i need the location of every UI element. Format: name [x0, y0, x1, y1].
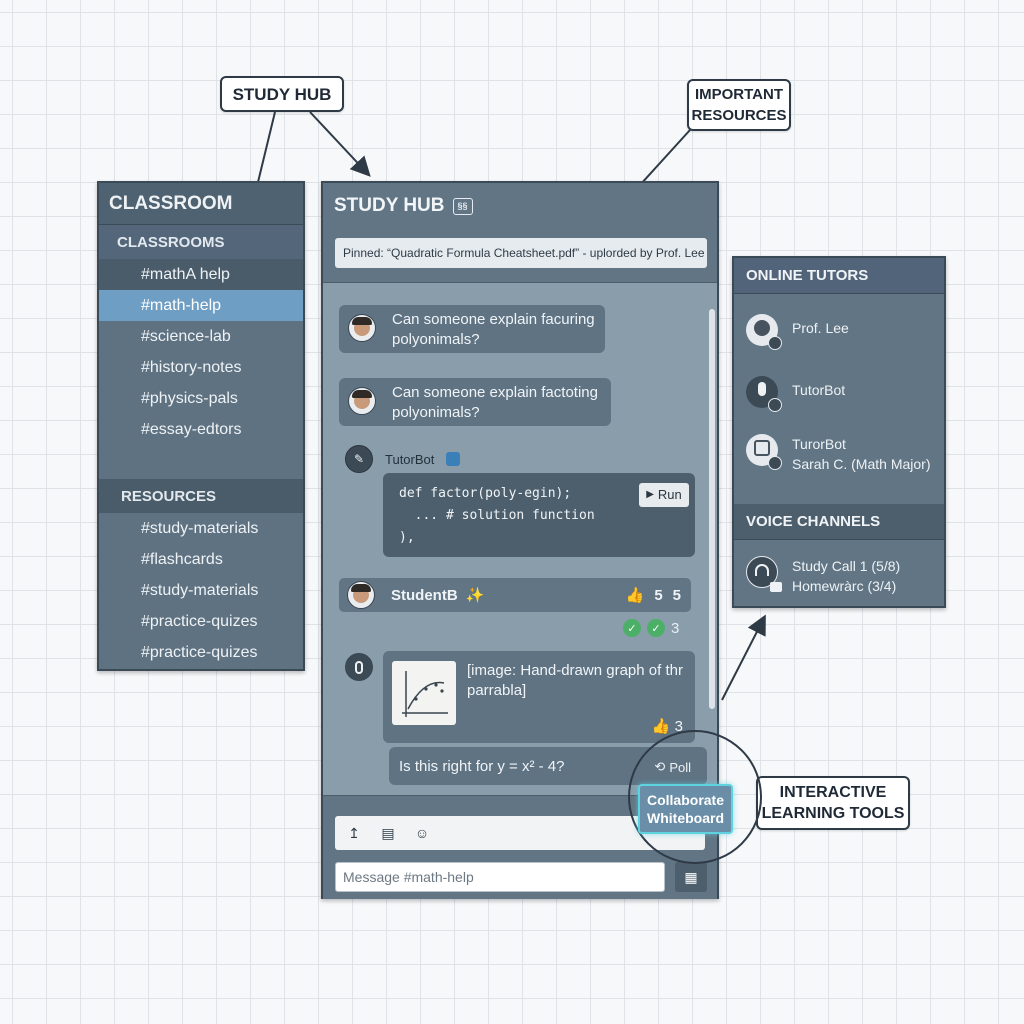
reaction-group: 👍 5 5 — [625, 586, 681, 605]
sparkle-icon: ✨ — [465, 587, 485, 604]
tutorbot-author-row: ✎ TutorBot — [345, 445, 461, 473]
file-icon[interactable]: ▤ — [381, 824, 395, 841]
check-count: 3 — [671, 619, 680, 637]
thumbs-up-icon[interactable]: 👍 — [651, 718, 671, 735]
image-message: [image: Hand-drawn graph of thr parrabla… — [383, 651, 695, 743]
user-avatar[interactable] — [347, 581, 375, 609]
pencil-icon: ✎ — [353, 452, 365, 466]
check-reactions: ✓ ✓ 3 — [623, 619, 679, 637]
graph-image[interactable] — [392, 661, 456, 725]
code-line: ), — [399, 530, 415, 545]
message-composer: ↥ ▤ ☺ ▦ — [323, 795, 717, 899]
callout-interactive-tools: INTERACTIVE LEARNING TOOLS — [756, 776, 910, 830]
like-count-2: 5 — [672, 586, 681, 604]
check-icon[interactable]: ✓ — [623, 619, 641, 637]
status-icon — [768, 456, 782, 470]
message-bubble: Can someone explain factoting polyonimal… — [339, 378, 611, 426]
headphones-icon — [746, 556, 782, 592]
emoji-icon[interactable]: ☺ — [414, 825, 430, 841]
run-button[interactable]: ▶Run — [639, 483, 689, 507]
tutor-item-tutorbot-sarah[interactable]: TurorBot Sarah C. (Math Major) — [746, 434, 930, 474]
user-avatar[interactable] — [348, 387, 376, 415]
image-caption: [image: Hand-drawn graph of thr parrabla… — [467, 662, 683, 699]
microphone-icon — [355, 660, 363, 674]
voice-channel-item[interactable]: Study Call 1 (5/8) Homewràrc (3/4) — [746, 556, 900, 596]
channel-sidebar: CLASSROOM CLASSROOMS #mathA help #math-h… — [97, 181, 305, 671]
studentb-name[interactable]: StudentB — [391, 586, 458, 604]
user-avatar[interactable] — [348, 314, 376, 342]
bot-badge-icon — [446, 452, 461, 466]
tutor-item-tutorbot[interactable]: TutorBot — [746, 376, 846, 412]
chat-title-text: STUDY HUB — [334, 195, 445, 216]
callout-important-resources: IMPORTANT RESOURCES — [687, 79, 791, 131]
tools-highlight-circle — [628, 730, 762, 864]
chat-title: STUDY HUB §§ — [334, 195, 473, 217]
like-count: 5 — [654, 586, 663, 604]
tutor-name: TutorBot — [792, 382, 846, 398]
whiteboard-icon: ▦ — [684, 868, 698, 885]
parabola-graph-icon — [402, 671, 448, 717]
chat-bubble-icon: §§ — [452, 197, 473, 215]
callout-study-hub: STUDY HUB — [220, 76, 344, 112]
channel-science-lab[interactable]: #science-lab — [141, 327, 231, 345]
channel-physics-pals[interactable]: #physics-pals — [141, 389, 238, 407]
classrooms-header[interactable]: CLASSROOMS — [99, 225, 303, 259]
voice-message-avatar[interactable] — [345, 653, 373, 681]
tutorbot-avatar[interactable]: ✎ — [345, 445, 373, 473]
channel-study-materials-2[interactable]: #study-materials — [141, 581, 259, 599]
collaborate-whiteboard-button[interactable]: Collaborate Whiteboard — [638, 784, 733, 834]
channel-essay-editors[interactable]: #essay-edtors — [141, 420, 242, 438]
channel-flashcards[interactable]: #flashcards — [141, 550, 223, 568]
message-bubble: Can someone explain facuring polyonimals… — [339, 305, 605, 353]
channel-study-materials[interactable]: #study-materials — [141, 519, 259, 537]
code-block: def factor(poly-egin); ... # solution fu… — [383, 473, 695, 557]
server-title[interactable]: CLASSROOM — [99, 183, 303, 225]
voice-channel-line: Homewràrc (3/4) — [792, 578, 897, 594]
channel-practice-quizes-2[interactable]: #practice-quizes — [141, 643, 258, 661]
arrow-study-to-main — [309, 111, 371, 177]
online-tutors-header: ONLINE TUTORS — [734, 258, 944, 294]
thumbs-up-icon[interactable]: 👍 — [625, 587, 645, 604]
tutor-name: Prof. Lee — [792, 320, 849, 336]
channel-practice-quizes[interactable]: #practice-quizes — [141, 612, 258, 630]
channel-math-help[interactable]: #math-help — [99, 290, 303, 321]
code-line: ... # solution function — [399, 508, 595, 523]
status-icon — [768, 336, 782, 350]
tutor-name: TurorBot — [792, 436, 846, 452]
channel-history-notes[interactable]: #history-notes — [141, 358, 242, 376]
arrow-tools-to-right — [721, 614, 766, 701]
chat-panel: STUDY HUB §§ Pinned: “Quadratic Formula … — [321, 181, 719, 899]
tutor-avatar — [746, 314, 782, 350]
voice-channels-header: VOICE CHANNELS — [734, 504, 944, 540]
check-icon[interactable]: ✓ — [647, 619, 665, 637]
grid-avatar-icon — [746, 434, 782, 470]
whiteboard-toggle-button[interactable]: ▦ — [675, 862, 707, 892]
chat-header: STUDY HUB §§ Pinned: “Quadratic Formula … — [323, 183, 717, 283]
upload-icon[interactable]: ↥ — [348, 824, 360, 841]
tutor-subtitle: Sarah C. (Math Major) — [792, 456, 931, 472]
code-line: def factor(poly-egin); — [399, 486, 572, 501]
question-text: Is this right for y = x² - 4? — [399, 757, 565, 775]
tutorbot-mic-avatar — [746, 376, 782, 412]
message-text: Can someone explain factoting polyonimal… — [392, 384, 598, 421]
resources-header[interactable]: RESOURCES — [99, 479, 303, 513]
members-panel: ONLINE TUTORS Prof. Lee TutorBot TurorBo… — [732, 256, 946, 608]
pinned-message[interactable]: Pinned: “Quadratic Formula Cheatsheet.pd… — [335, 238, 707, 268]
tutor-item-prof-lee[interactable]: Prof. Lee — [746, 314, 849, 350]
run-label: Run — [657, 487, 682, 502]
message-input[interactable] — [335, 862, 665, 892]
image-reactions: 👍 3 — [652, 717, 683, 735]
like-count: 3 — [674, 718, 683, 735]
chat-scrollbar[interactable] — [709, 309, 715, 709]
channel-matha-help[interactable]: #mathA help — [99, 259, 303, 290]
tutorbot-name[interactable]: TutorBot — [385, 451, 435, 467]
message-text: Can someone explain facuring polyonimals… — [392, 311, 595, 348]
play-icon: ▶ — [646, 489, 654, 500]
studentb-message: StudentB ✨ 👍 5 5 — [339, 578, 691, 612]
star-icon — [768, 398, 782, 412]
voice-channel-line: Study Call 1 (5/8) — [792, 558, 901, 574]
